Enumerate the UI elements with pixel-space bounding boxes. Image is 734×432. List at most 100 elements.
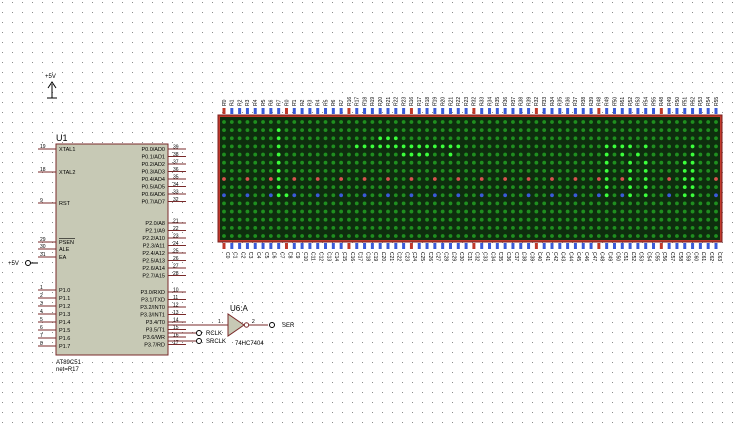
led-dot <box>557 152 562 157</box>
led-dot <box>565 234 570 238</box>
pin-label: EA <box>59 255 67 261</box>
power-arrow-icon <box>47 81 57 89</box>
led-dot <box>659 209 664 214</box>
column-label: C48 <box>599 252 605 261</box>
led-dot <box>339 177 344 181</box>
led-dot <box>534 201 539 206</box>
power-terminal-left[interactable]: +5V <box>8 260 38 268</box>
led-dot <box>432 128 437 133</box>
led-dot <box>682 128 687 133</box>
led-dot <box>495 225 500 230</box>
led-dot <box>370 136 375 141</box>
led-dot <box>479 160 484 165</box>
led-dot <box>386 152 390 157</box>
matrix-pin <box>652 108 656 114</box>
row-label: R48 <box>659 97 665 106</box>
matrix-pin <box>230 108 234 114</box>
power-terminal-top[interactable]: +5V <box>45 74 57 99</box>
led-dot <box>557 128 562 133</box>
led-dot <box>401 168 406 173</box>
led-dot <box>393 193 398 198</box>
gate-part: 74HC7404 <box>235 341 264 347</box>
led-dot <box>557 177 562 181</box>
matrix-pin <box>566 108 570 114</box>
led-dot <box>651 185 656 190</box>
rclk-terminal[interactable]: RCLK <box>168 330 222 338</box>
led-dot <box>292 185 297 190</box>
led-dot <box>706 152 711 157</box>
led-dot <box>604 217 609 222</box>
led-dot <box>542 168 547 173</box>
led-dot <box>581 128 586 133</box>
matrix-pin <box>284 243 288 249</box>
pin-number: 14 <box>173 318 179 324</box>
led-dot <box>315 128 320 133</box>
led-dot <box>308 225 312 230</box>
matrix-pin <box>339 108 343 114</box>
led-dot <box>612 144 617 149</box>
led-dot <box>518 234 523 238</box>
led-dot <box>331 209 336 214</box>
led-dot <box>370 193 375 198</box>
led-dot <box>573 160 578 165</box>
led-dot <box>659 160 664 165</box>
matrix-pin <box>324 243 328 249</box>
led-dot <box>503 225 508 230</box>
led-dot <box>347 225 351 230</box>
row-label: R17 <box>417 97 423 106</box>
pin-number: 15 <box>173 325 179 331</box>
led-dot <box>425 160 429 165</box>
led-dot <box>331 168 336 173</box>
led-dot <box>347 217 351 222</box>
row-label: R16 <box>409 97 415 106</box>
led-dot <box>682 217 687 222</box>
led-dot <box>479 168 484 173</box>
srclk-terminal[interactable]: SRCLK <box>168 338 226 346</box>
led-dot <box>409 177 414 181</box>
led-dot <box>362 152 367 157</box>
row-label: R33 <box>480 97 486 106</box>
led-dot <box>604 144 609 149</box>
led-dot <box>386 136 390 141</box>
led-dot <box>268 128 273 133</box>
led-dot <box>542 217 547 222</box>
column-label: C37 <box>513 252 519 261</box>
matrix-pin <box>550 243 554 249</box>
matrix-pin <box>628 243 632 249</box>
led-dot <box>292 152 297 157</box>
led-dot <box>628 144 632 149</box>
led-dot <box>448 201 453 206</box>
led-dot <box>472 177 476 181</box>
pin-number: 22 <box>173 226 179 232</box>
led-dot <box>308 168 312 173</box>
led-dot <box>667 217 672 222</box>
led-dot <box>440 209 445 214</box>
led-dot <box>229 160 234 165</box>
led-dot <box>448 152 453 157</box>
led-dot <box>518 152 523 157</box>
led-dot <box>222 234 226 238</box>
led-dot <box>315 168 320 173</box>
led-dot <box>347 152 351 157</box>
led-dot <box>284 185 289 190</box>
led-dot <box>425 193 429 198</box>
matrix-pin <box>542 243 546 249</box>
led-dot <box>581 193 586 198</box>
led-dot <box>550 136 554 141</box>
led-dot <box>557 120 562 124</box>
matrix-pin <box>456 243 460 249</box>
column-label: C39 <box>528 252 534 261</box>
led-dot <box>222 201 226 206</box>
column-label: C8 <box>286 252 292 259</box>
led-dot <box>339 217 344 222</box>
row-label: R22 <box>456 97 462 106</box>
led-dot <box>440 152 445 157</box>
led-dot <box>448 225 453 230</box>
led-dot <box>237 234 242 238</box>
inverter-u6a[interactable]: U6:A 1 2 74HC7404 SER <box>168 304 295 347</box>
pin-number: 31 <box>40 252 46 258</box>
led-dot <box>401 177 406 181</box>
led-dot <box>596 185 601 190</box>
